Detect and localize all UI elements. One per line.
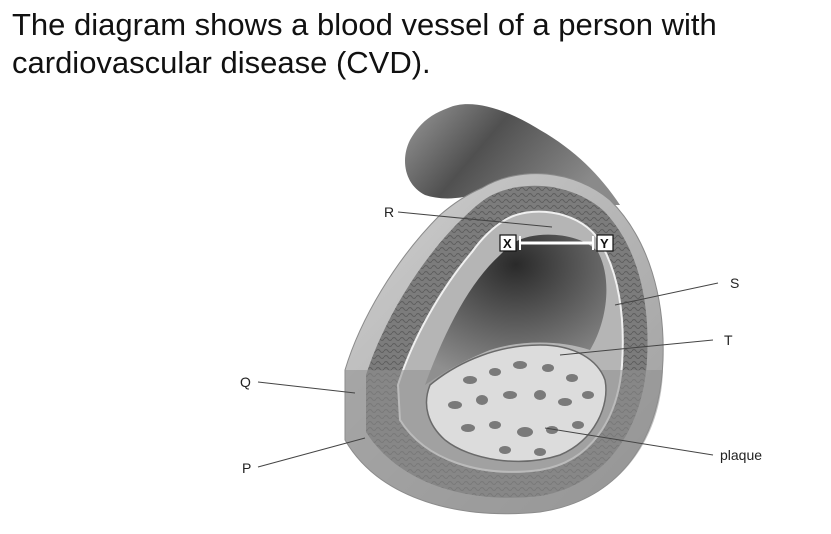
question-line-1: The diagram shows a blood vessel of a pe… (12, 7, 717, 42)
label-plaque: plaque (720, 447, 762, 463)
question-line-2: cardiovascular disease (CVD). (12, 45, 431, 80)
x-marker-label: X (503, 236, 512, 251)
label-P: P (242, 460, 251, 476)
vessel-lumen (425, 234, 607, 385)
y-marker-box (596, 234, 614, 252)
leader-lines (257, 211, 719, 468)
question-text: The diagram shows a blood vessel of a pe… (12, 6, 827, 82)
label-T: T (724, 332, 733, 348)
label-S: S (730, 275, 739, 291)
y-marker-label: Y (600, 236, 609, 251)
x-marker-box (499, 234, 517, 252)
plaque-cells (448, 361, 594, 456)
label-R: R (384, 204, 394, 220)
plaque (425, 344, 607, 463)
label-Q: Q (240, 374, 251, 390)
